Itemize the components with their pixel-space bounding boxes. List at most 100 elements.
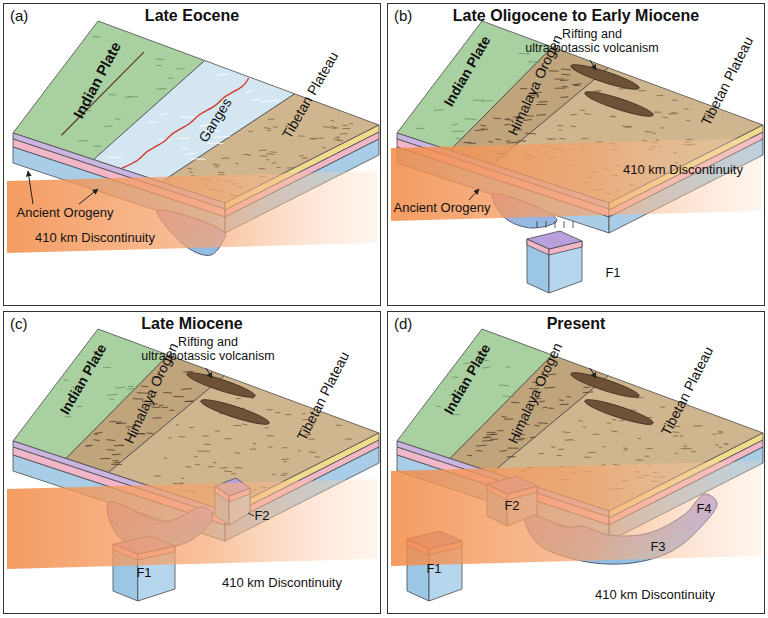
surface-texture	[562, 431, 570, 433]
surface-texture	[265, 427, 269, 428]
rift-valley	[583, 396, 655, 429]
surface-texture	[673, 435, 678, 436]
discontinuity-band	[391, 138, 761, 221]
map-label: 410 km Discontinuity	[222, 576, 342, 591]
surface-texture	[183, 371, 193, 372]
surface-texture	[180, 482, 183, 483]
sinking-mark	[537, 221, 538, 228]
surface-texture	[610, 116, 614, 117]
surface-texture	[656, 139, 659, 141]
surface-texture	[181, 148, 188, 149]
surface-texture	[525, 133, 536, 135]
surface-texture	[538, 453, 544, 454]
block-diagram	[391, 21, 763, 293]
surface-texture	[262, 100, 280, 102]
surface-texture	[160, 113, 167, 115]
surface-texture	[164, 457, 168, 458]
surface-texture	[622, 125, 625, 127]
surface-texture	[559, 138, 565, 139]
surface-texture	[517, 140, 526, 141]
surface-texture	[235, 467, 242, 468]
surface-texture	[485, 437, 492, 439]
surface-texture	[636, 459, 644, 460]
panel-art	[3, 3, 381, 306]
slab-fragment	[549, 241, 582, 293]
surface-texture	[534, 425, 539, 427]
surface-texture	[506, 140, 511, 142]
surface-texture	[331, 127, 338, 128]
block-diagram	[7, 21, 379, 255]
panel-art	[387, 311, 765, 614]
surface-texture	[179, 436, 186, 438]
surface-texture	[619, 420, 624, 421]
surface-texture	[584, 113, 591, 115]
surface-texture	[342, 128, 350, 129]
surface-texture	[260, 156, 267, 157]
surface-texture	[481, 128, 488, 130]
surface-texture	[64, 380, 69, 381]
surface-texture	[584, 456, 591, 457]
surface-texture	[283, 461, 287, 462]
surface-texture	[574, 85, 580, 86]
surface-texture	[197, 451, 203, 452]
surface-texture	[623, 447, 627, 449]
surface-texture	[486, 434, 497, 436]
surface-texture	[672, 100, 677, 101]
surface-texture	[572, 84, 582, 85]
surface-texture	[602, 446, 605, 447]
surface-texture	[213, 462, 217, 463]
surface-texture	[719, 447, 723, 448]
surface-texture	[259, 168, 266, 169]
leader-line	[590, 368, 596, 378]
surface-texture	[607, 423, 611, 424]
map-label: F1	[136, 566, 151, 581]
surface-texture	[155, 58, 164, 60]
surface-texture	[654, 112, 662, 113]
surface-texture	[181, 388, 192, 390]
surface-texture	[336, 425, 342, 426]
surface-texture	[507, 456, 516, 457]
surface-texture	[560, 79, 569, 81]
surface-texture	[497, 430, 504, 431]
surface-texture	[685, 448, 692, 450]
surface-texture	[557, 455, 562, 456]
rift-valley	[569, 369, 641, 402]
surface-texture	[249, 131, 253, 132]
surface-texture	[127, 388, 138, 390]
panel-frame: (a)Late Eocene	[3, 3, 381, 306]
surface-texture	[94, 434, 98, 435]
surface-texture	[646, 448, 652, 449]
map-label: F2	[504, 499, 519, 514]
surface-texture	[691, 451, 696, 452]
surface-texture	[266, 409, 272, 410]
surface-texture	[86, 445, 93, 447]
surface-texture	[558, 129, 561, 131]
surface-texture	[154, 475, 161, 476]
surface-texture	[268, 446, 273, 447]
surface-texture	[109, 421, 117, 422]
surface-texture	[234, 425, 242, 426]
surface-texture	[298, 450, 301, 452]
surface-texture	[105, 125, 113, 127]
panel-title: Present	[388, 315, 764, 333]
surface-texture	[186, 466, 192, 467]
surface-texture	[476, 445, 487, 446]
surface-texture	[275, 412, 280, 413]
surface-texture	[187, 168, 192, 170]
surface-texture	[625, 126, 632, 127]
surface-texture	[106, 439, 115, 441]
surface-texture	[93, 36, 100, 37]
surface-texture	[340, 133, 348, 134]
surface-texture	[272, 474, 276, 475]
surface-texture	[434, 109, 444, 111]
region-label: Tibetan Plateau	[658, 344, 717, 438]
sinking-mark	[546, 221, 547, 228]
surface-texture	[299, 155, 304, 156]
surface-texture	[177, 68, 185, 69]
surface-texture	[330, 120, 334, 122]
surface-texture	[149, 121, 158, 123]
surface-texture	[280, 474, 285, 476]
surface-texture	[538, 101, 547, 103]
surface-texture	[680, 435, 683, 436]
surface-texture	[555, 79, 564, 80]
